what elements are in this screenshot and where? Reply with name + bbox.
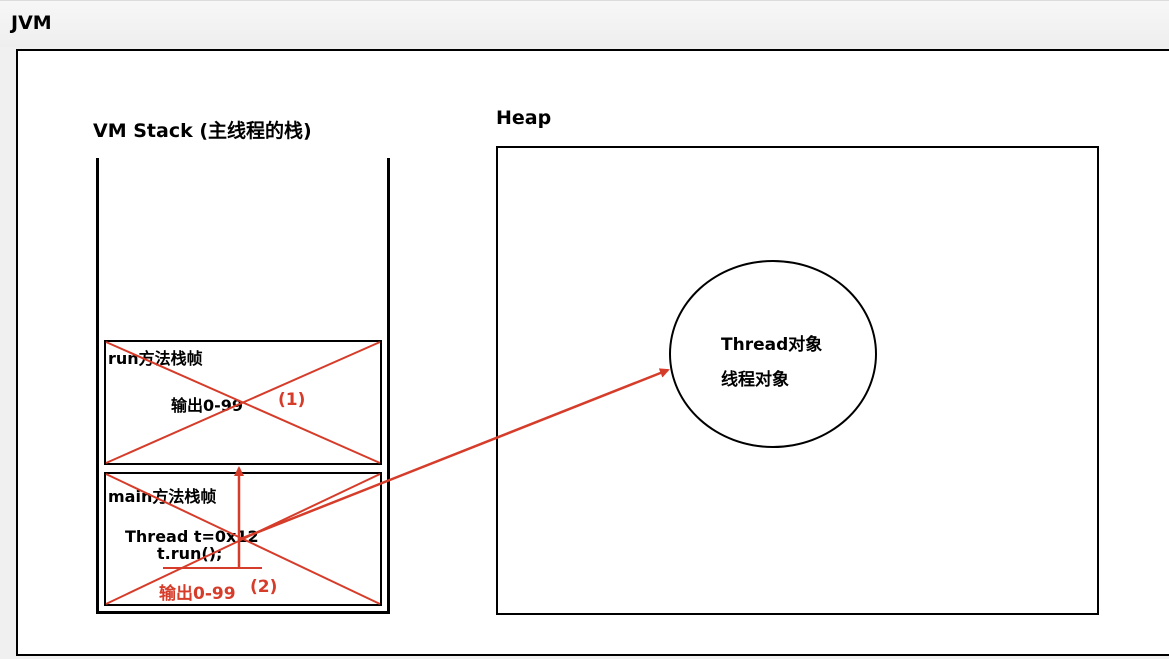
vm-stack-bottom — [96, 611, 390, 614]
main-frame-run-call: t.run(); — [157, 544, 223, 563]
thread-object-label: Thread对象 — [721, 335, 823, 355]
vm-stack-right-wall — [387, 158, 390, 614]
thread-object-sublabel: 线程对象 — [721, 370, 789, 390]
run-frame-label: run方法栈帧 — [108, 349, 203, 368]
run-frame-step-marker: (1) — [278, 390, 306, 410]
heap-title: Heap — [496, 107, 552, 129]
window-title-bar: JVM — [0, 0, 1169, 47]
jvm-title: JVM — [11, 12, 52, 34]
main-frame-output-text: 输出0-99 — [159, 584, 236, 604]
vm-stack-title: VM Stack (主线程的栈) — [93, 120, 312, 142]
main-frame-label: main方法栈帧 — [108, 487, 217, 506]
run-frame-output-text: 输出0-99 — [171, 396, 244, 415]
vm-stack-left-wall — [96, 158, 99, 614]
main-frame-step-marker: (2) — [250, 577, 278, 597]
thread-object-circle — [669, 260, 877, 448]
